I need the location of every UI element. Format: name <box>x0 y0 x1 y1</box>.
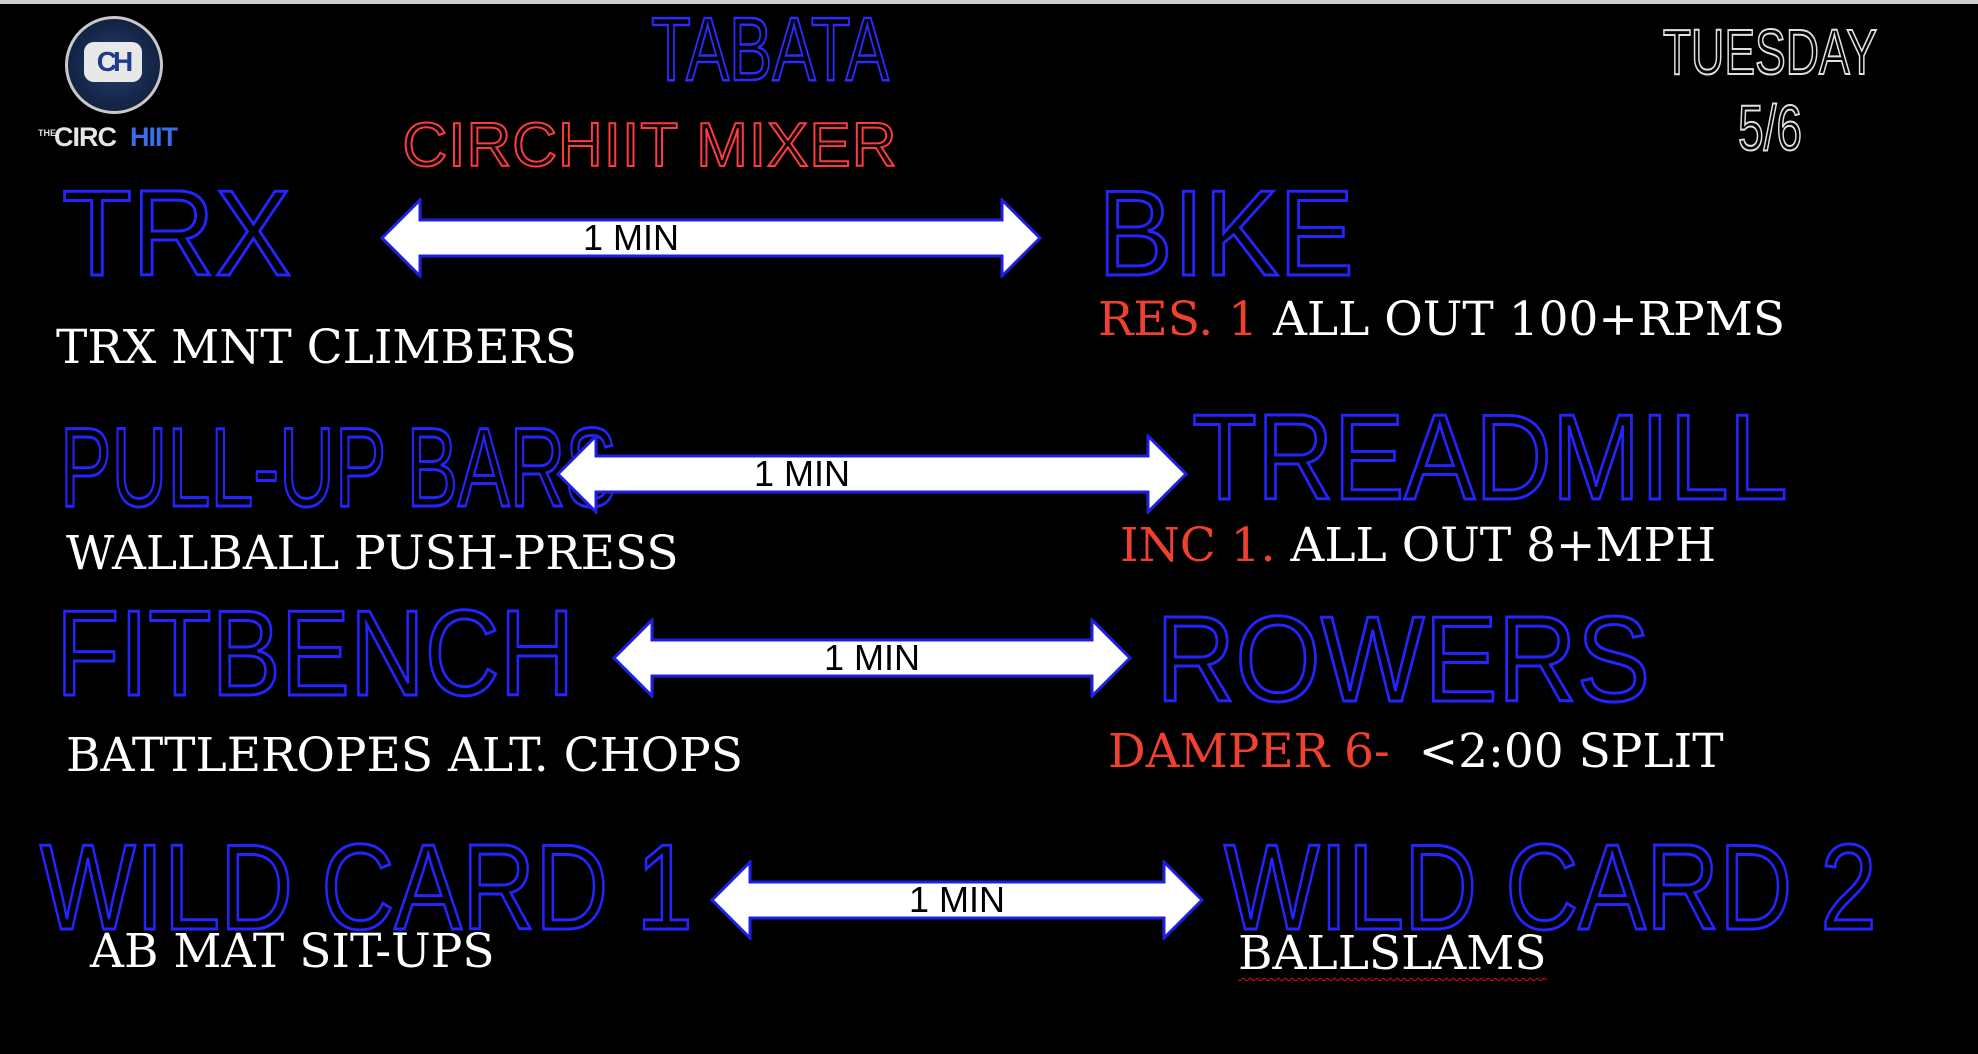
station-wild-card-2: WILD CARD 2 <box>1223 819 1878 955</box>
exercise-wild-card-1: AB MAT SIT-UPS <box>90 924 495 980</box>
logo-word-circ: CIRC <box>54 122 117 152</box>
exercise-bike: RES. 1 ALL OUT 100+RPMS <box>1098 292 1785 348</box>
exercise-pull-up-bars: WALLBALL PUSH-PRESS <box>66 526 679 582</box>
station-treadmill: TREADMILL <box>1191 389 1789 525</box>
interval-arrow-3: 1 MIN <box>612 618 1132 698</box>
interval-label-4: 1 MIN <box>908 879 1005 920</box>
top-border-line <box>0 0 1978 4</box>
interval-arrow-4: 1 MIN <box>710 860 1204 940</box>
interval-arrow-1: 1 MIN <box>380 198 1042 278</box>
interval-label-3: 1 MIN <box>823 637 920 678</box>
exercise-fitbench-text: BATTLEROPES ALT. CHOPS <box>66 728 743 783</box>
station-trx: TRX <box>61 165 293 301</box>
logo-badge <box>65 16 163 114</box>
station-rowers: ROWERS <box>1155 591 1652 727</box>
logo-word-hiit: HIIT <box>130 122 178 152</box>
exercise-bike-text: ALL OUT 100+RPMS <box>1272 292 1786 347</box>
station-bike: BIKE <box>1097 165 1356 301</box>
exercise-pull-up-bars-text: WALLBALL PUSH-PRESS <box>66 526 679 581</box>
station-fitbench: FITBENCH <box>55 585 576 721</box>
circhiit-logo: CH THE CIRC HIIT <box>38 16 198 156</box>
logo-monogram: CH <box>84 42 142 82</box>
setting-bike: RES. 1 <box>1098 292 1259 347</box>
workout-date: TUESDAY 5/6 <box>1662 15 1878 165</box>
interval-arrow-2: 1 MIN <box>556 434 1188 514</box>
exercise-treadmill: INC 1. ALL OUT 8+MPH <box>1120 518 1716 574</box>
interval-label-1: 1 MIN <box>582 217 679 258</box>
exercise-trx-text: TRX MNT CLIMBERS <box>56 320 577 375</box>
interval-label-2: 1 MIN <box>753 453 850 494</box>
station-wild-card-1: WILD CARD 1 <box>39 819 694 955</box>
double-arrow-icon <box>380 198 1042 278</box>
setting-treadmill: INC 1. <box>1120 518 1276 573</box>
double-arrow-icon <box>612 618 1132 698</box>
exercise-trx: TRX MNT CLIMBERS <box>56 320 577 376</box>
setting-rowers: DAMPER 6- <box>1108 724 1390 779</box>
double-arrow-icon <box>710 860 1204 940</box>
exercise-treadmill-text: ALL OUT 8+MPH <box>1290 518 1717 573</box>
exercise-wild-card-1-text: AB MAT SIT-UPS <box>90 924 495 979</box>
workout-title: TABATA <box>650 0 889 101</box>
exercise-fitbench: BATTLEROPES ALT. CHOPS <box>66 728 743 784</box>
logo-word-the: THE <box>38 128 56 138</box>
exercise-rowers: DAMPER 6- <2:00 SPLIT <box>1108 724 1724 780</box>
station-pull-up-bars: PULL-UP BARS <box>59 405 618 530</box>
exercise-wild-card-2-text: BALLSLAMS <box>1238 926 1547 981</box>
workout-subtitle: CIRCHIIT MIXER <box>401 110 898 181</box>
exercise-wild-card-2: BALLSLAMS <box>1238 926 1547 982</box>
logo-wordmark: THE CIRC HIIT <box>38 122 198 152</box>
double-arrow-icon <box>556 434 1188 514</box>
exercise-rowers-text: <2:00 SPLIT <box>1418 724 1724 779</box>
